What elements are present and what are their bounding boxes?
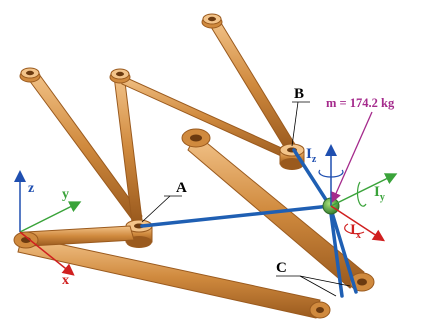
label-inertia-x-main: I xyxy=(350,222,356,238)
leader-c-1 xyxy=(299,275,337,297)
label-mass: m = 174.2 kg xyxy=(326,96,395,110)
global-axes xyxy=(14,170,82,276)
label-point-c: C xyxy=(276,260,287,276)
mount-bushing-left-lower xyxy=(13,231,39,249)
inertia-x-axis xyxy=(330,205,386,242)
leader-c-2 xyxy=(299,275,351,287)
global-x-axis xyxy=(19,231,75,276)
leader-a xyxy=(141,195,171,223)
label-point-b: B xyxy=(294,86,304,102)
mount-bushing-right-top xyxy=(201,13,223,29)
label-point-a: A xyxy=(176,180,187,196)
mount-bushing-right-lower xyxy=(181,128,211,148)
label-inertia-z: Iz xyxy=(306,146,317,165)
label-inertia-y-main: I xyxy=(374,184,380,200)
link-mass-to-c-left xyxy=(328,204,344,298)
label-inertia-z-main: I xyxy=(306,146,312,162)
rotation-arc-z xyxy=(318,169,344,178)
link-lines xyxy=(140,148,358,298)
label-axis-y: y xyxy=(62,187,69,202)
mount-bushing-middle-top xyxy=(109,68,131,84)
link-b-to-mass xyxy=(292,148,332,208)
label-leaders xyxy=(141,101,351,297)
link-mass-to-c-right xyxy=(328,204,358,294)
inertia-axes xyxy=(318,144,398,242)
label-inertia-x-sub: x xyxy=(356,230,361,241)
label-axis-x: x xyxy=(62,273,69,288)
joint-b-hub xyxy=(279,143,305,170)
upper-control-arm xyxy=(25,17,297,223)
label-inertia-x: Ix xyxy=(350,222,361,241)
label-inertia-y-sub: y xyxy=(380,192,385,203)
link-a-to-mass xyxy=(140,204,332,228)
label-axis-z: z xyxy=(28,181,34,196)
inertia-y-axis xyxy=(330,173,398,207)
rotation-arc-y xyxy=(356,181,367,207)
rotation-arc-x xyxy=(344,223,365,235)
mass-pointer-line xyxy=(331,111,373,203)
mount-bushing-left-top xyxy=(19,67,41,83)
leader-b xyxy=(291,101,299,147)
global-y-axis xyxy=(19,201,82,233)
label-inertia-z-sub: z xyxy=(312,154,317,165)
label-inertia-y: Iy xyxy=(374,184,385,203)
